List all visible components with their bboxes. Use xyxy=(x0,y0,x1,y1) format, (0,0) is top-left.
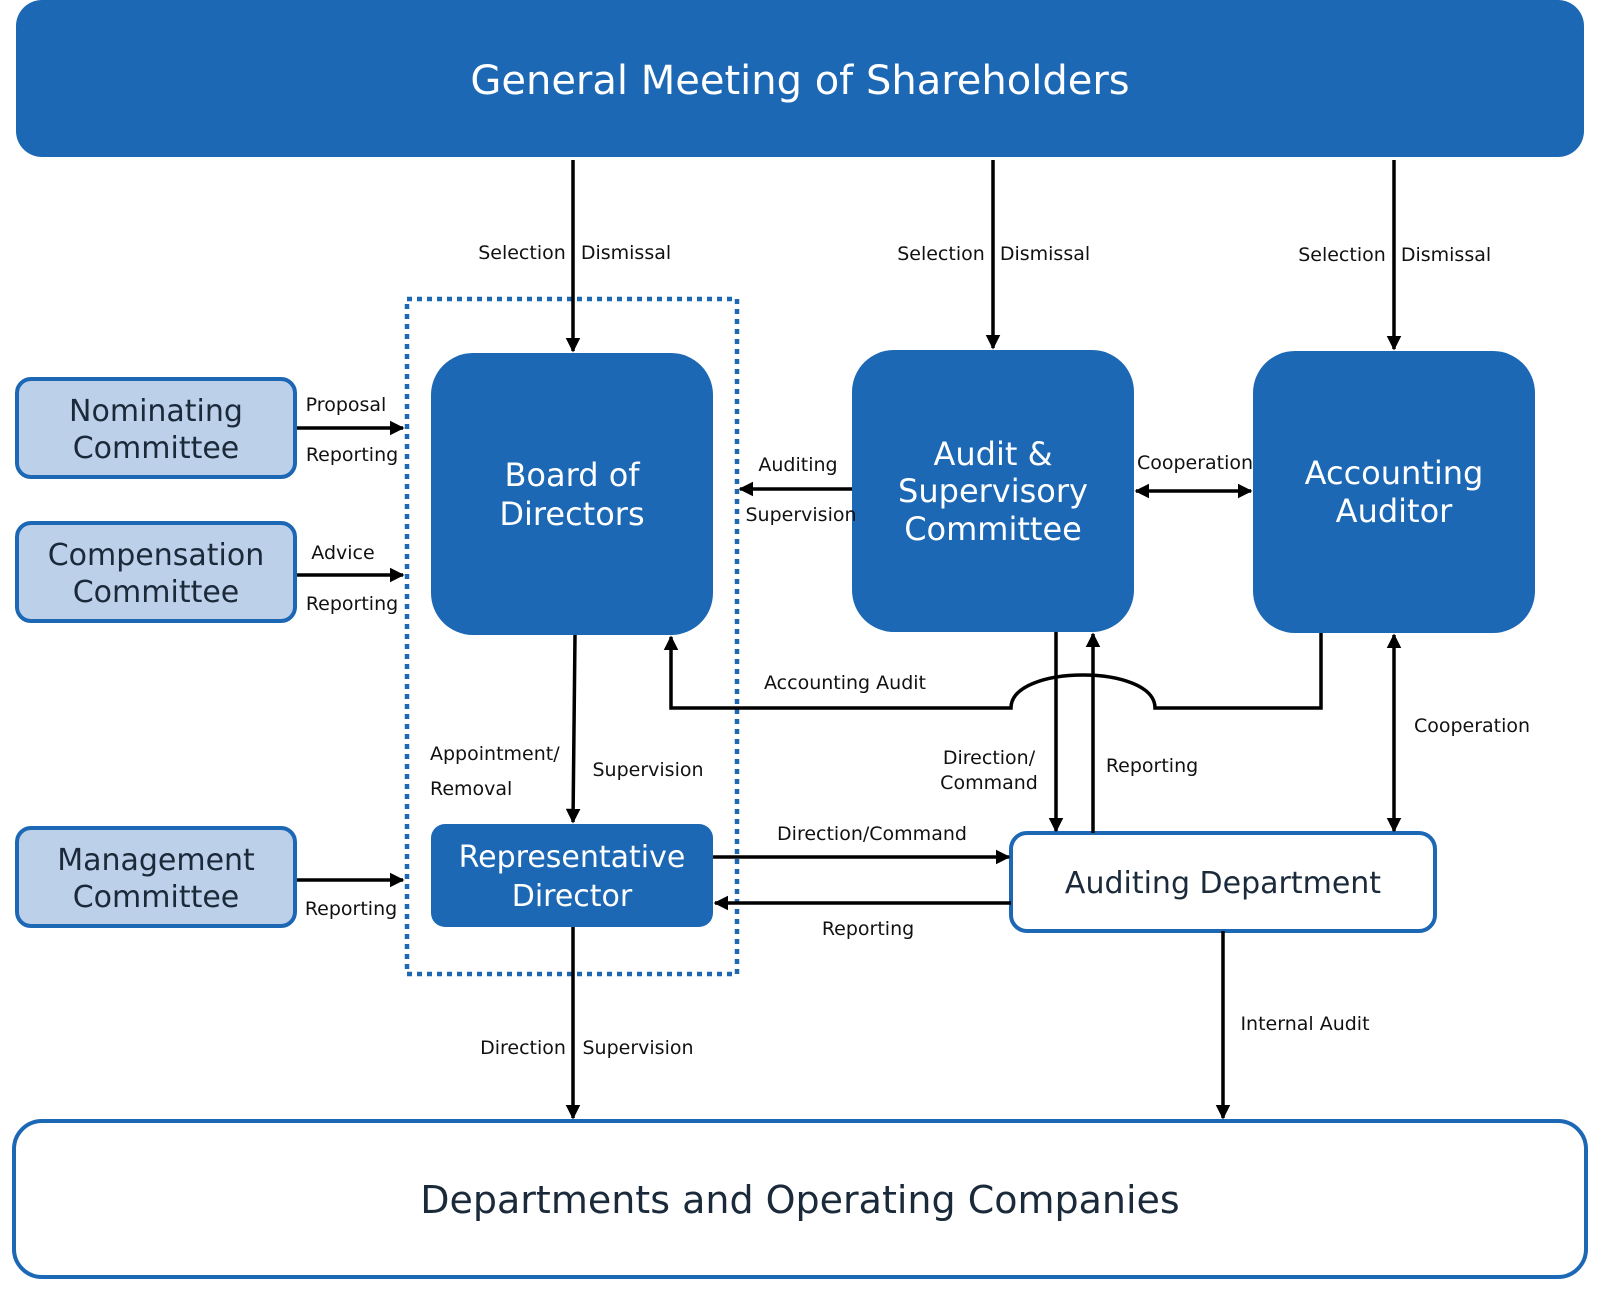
label-supervision-board: Supervision xyxy=(592,759,703,781)
nominating-line1: Nominating xyxy=(69,394,243,429)
management-committee-box: Management Committee xyxy=(15,826,297,928)
compensation-line2: Committee xyxy=(73,575,240,610)
label-proposal: Proposal xyxy=(306,394,387,416)
label-direction-slash: Direction/ xyxy=(943,747,1036,769)
shareholders-label: General Meeting of Shareholders xyxy=(470,58,1129,104)
accounting-auditor-box: Accounting Auditor xyxy=(1253,351,1535,633)
auditing-dept-label: Auditing Department xyxy=(1065,866,1381,901)
arrow-board-to-rep-director xyxy=(565,634,581,824)
label-cooperation-bottom: Cooperation xyxy=(1414,715,1530,737)
board-of-directors-box: Board of Directors xyxy=(431,353,713,635)
label-removal: Removal xyxy=(430,778,512,800)
label-dismissal-accounting: Dismissal xyxy=(1401,244,1491,266)
audit-committee-line3: Committee xyxy=(904,510,1082,548)
label-supervision-audit: Supervision xyxy=(745,504,856,526)
accounting-auditor-line1: Accounting xyxy=(1305,454,1484,492)
label-dismissal-board: Dismissal xyxy=(581,242,671,264)
connectors xyxy=(297,160,1402,1120)
label-reporting-compensation: Reporting xyxy=(306,593,398,615)
label-reporting-nominating: Reporting xyxy=(306,444,398,466)
label-internal-audit: Internal Audit xyxy=(1240,1013,1369,1035)
management-line1: Management xyxy=(57,843,255,878)
label-selection-accounting: Selection xyxy=(1298,244,1386,266)
board-label-line2: Directors xyxy=(499,495,644,533)
label-selection-audit: Selection xyxy=(897,243,985,265)
compensation-line1: Compensation xyxy=(48,538,265,573)
management-line2: Committee xyxy=(73,880,240,915)
departments-label: Departments and Operating Companies xyxy=(420,1178,1179,1222)
label-advice: Advice xyxy=(311,542,374,564)
audit-committee-box: Audit & Supervisory Committee xyxy=(852,350,1134,632)
departments-box: Departments and Operating Companies xyxy=(12,1119,1588,1279)
audit-committee-line2: Supervisory xyxy=(898,472,1088,510)
label-auditing: Auditing xyxy=(758,454,837,476)
label-direction: Direction xyxy=(480,1037,566,1059)
label-appointment: Appointment/ xyxy=(430,743,560,765)
arrow-accounting-audit-to-board xyxy=(663,633,1323,710)
rep-director-line2: Director xyxy=(512,879,633,914)
label-supervision-bottom: Supervision xyxy=(582,1037,693,1059)
nominating-line2: Committee xyxy=(73,431,240,466)
nominating-committee-box: Nominating Committee xyxy=(15,377,297,479)
label-accounting-audit: Accounting Audit xyxy=(764,672,926,694)
label-direction-command: Direction/Command xyxy=(777,823,967,845)
label-cooperation-top: Cooperation xyxy=(1137,452,1253,474)
label-reporting-auditing-dept: Reporting xyxy=(1106,755,1198,777)
auditing-department-box: Auditing Department xyxy=(1009,831,1437,933)
compensation-committee-box: Compensation Committee xyxy=(15,521,297,623)
label-reporting-management: Reporting xyxy=(305,898,397,920)
label-dismissal-audit: Dismissal xyxy=(1000,243,1090,265)
rep-director-line1: Representative xyxy=(459,840,686,875)
label-selection-board: Selection xyxy=(478,242,566,264)
label-reporting-rep-director: Reporting xyxy=(822,918,914,940)
accounting-auditor-line2: Auditor xyxy=(1336,492,1454,530)
representative-director-box: Representative Director xyxy=(431,824,713,927)
label-command: Command xyxy=(940,772,1038,794)
board-label-line1: Board of xyxy=(504,456,640,494)
audit-committee-line1: Audit & xyxy=(933,435,1052,473)
shareholders-box: General Meeting of Shareholders xyxy=(16,0,1584,157)
